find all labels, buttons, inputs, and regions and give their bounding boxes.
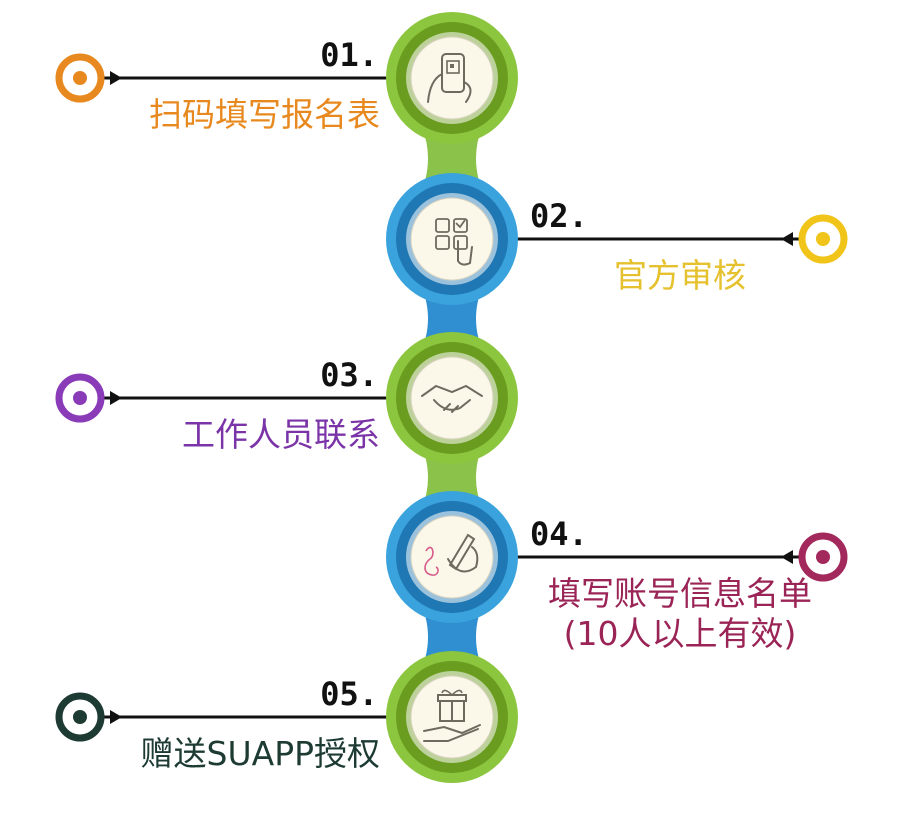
step-label: 工作人员联系 [182,415,380,454]
step-disc [386,491,518,623]
arrowhead [110,71,122,85]
step-disc [386,332,518,464]
step-number: 03. [320,356,378,394]
arrowhead [781,232,793,246]
step-discs [386,12,518,783]
touch-checklist-icon [435,218,473,266]
hand-signature-icon [424,533,479,576]
pointer-lines [55,53,848,742]
arrowhead [110,710,122,724]
step-disc [386,12,518,144]
step-number: 04. [530,515,588,553]
gift-hand-icon [423,689,481,742]
step-label: 填写账号信息名单 [548,574,812,613]
phone-qr-icon [427,53,472,103]
step-label: (10人以上有效) [564,614,797,653]
step-disc [386,651,518,783]
step-label: 官方审核 [614,256,746,295]
step-texts: 01. 扫码填写报名表 02. 官方审核 03. 工作人员联系 04. 填写账号信息名单(10… [141,36,812,773]
target-marker-icon [55,373,105,423]
step-disc [386,173,518,305]
arrowhead [781,550,793,564]
step-number: 05. [320,675,378,713]
handshake-icon [421,384,483,413]
step-label: 扫码填写报名表 [149,95,380,134]
step-number: 01. [320,36,378,74]
target-marker-icon [55,692,105,742]
target-marker-icon [55,53,105,103]
step-label: 赠送SUAPP授权 [141,734,380,773]
arrowhead [110,391,122,405]
target-marker-icon [798,214,848,264]
step-number: 02. [530,197,588,235]
target-marker-icon [798,532,848,582]
